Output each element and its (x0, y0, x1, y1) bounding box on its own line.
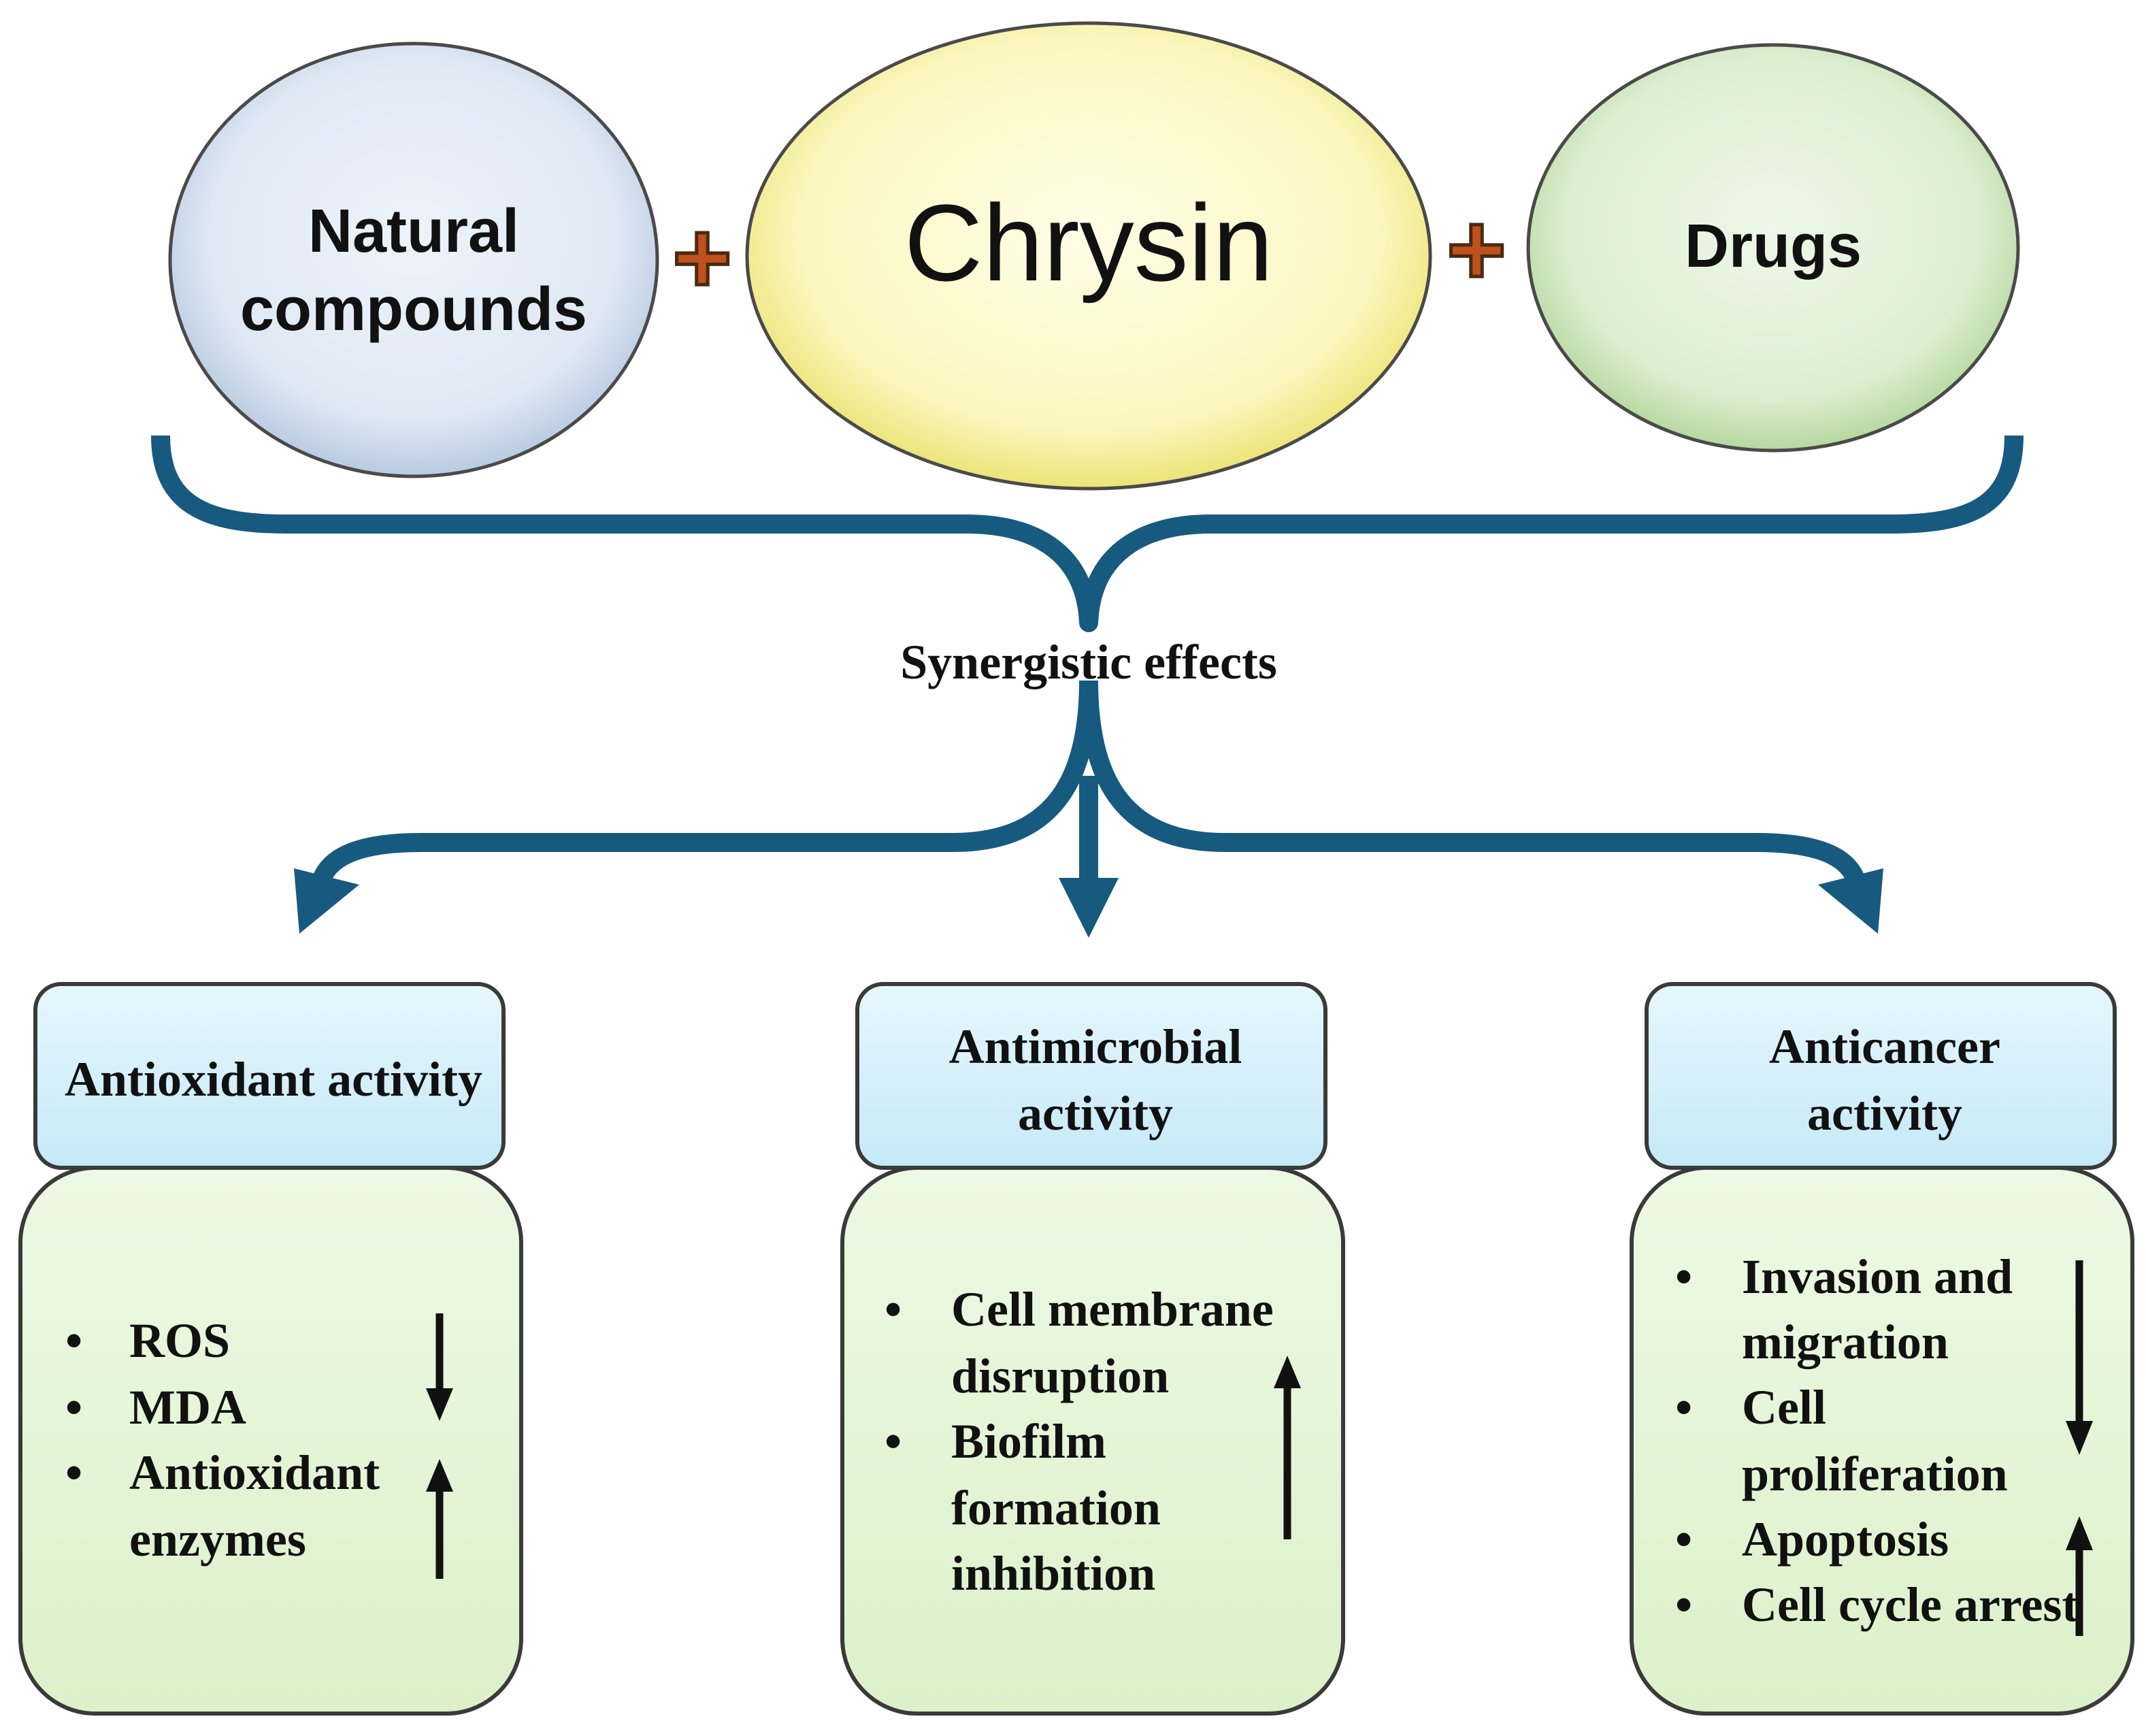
plus-icon-right: + (1447, 192, 1506, 306)
antimicrobial-title-line2: activity (1018, 1086, 1173, 1141)
anticancer-header (1645, 982, 2117, 1170)
natural-compounds-ellipse (168, 42, 659, 478)
drugs-ellipse (1526, 43, 2020, 453)
arrow-head-anticancer (1818, 868, 1883, 934)
arrow-to-anticancer (1079, 680, 1867, 888)
chrysin-label: Chrysin (904, 182, 1273, 304)
natural-compounds-label-line2: compounds (240, 276, 587, 344)
anticancer-title-line2: activity (1807, 1086, 1962, 1141)
anticancer-item-cell-cycle-arrest: Cell cycle arrest (1742, 1577, 2078, 1632)
bullet-dot: • (65, 1445, 82, 1500)
synergy-brace (151, 435, 2024, 632)
up-arrow-icon (2066, 1516, 2093, 1636)
anticancer-title-line1: Anticancer (1769, 1019, 2000, 1074)
down-arrow-icon (2066, 1260, 2093, 1455)
antimicrobial-title-line1: Antimicrobial (949, 1019, 1242, 1074)
chrysin-ellipse (745, 21, 1432, 491)
bullet-dot: • (1675, 1249, 1692, 1304)
anticancer-item-invasion-line1: Invasion and (1742, 1249, 2013, 1304)
bullet-dot: • (65, 1313, 82, 1368)
antioxidant-header (33, 982, 506, 1170)
bullet-dot: • (65, 1380, 82, 1435)
antimicrobial-item-biofilm-line1: Biofilm (951, 1414, 1106, 1469)
antimicrobial-header (855, 982, 1327, 1170)
antioxidant-item-mda: MDA (129, 1380, 246, 1435)
antioxidant-item-enzymes-line2: enzymes (129, 1512, 306, 1567)
antimicrobial-item-biofilm-line3: inhibition (951, 1546, 1155, 1601)
bullet-dot: • (1675, 1577, 1692, 1632)
antioxidant-item-enzymes-line1: Antioxidant (129, 1445, 380, 1500)
antimicrobial-item-membrane-line2: disruption (951, 1349, 1169, 1403)
bullet-dot: • (885, 1282, 902, 1337)
natural-compounds-label-line1: Natural (308, 197, 519, 265)
bullet-dot: • (885, 1414, 902, 1469)
anticancer-item-proliferation-line2: proliferation (1742, 1447, 2008, 1501)
bullet-dot: • (1675, 1512, 1692, 1567)
up-arrow-icon (1274, 1356, 1301, 1539)
up-arrow-icon (426, 1459, 453, 1579)
antimicrobial-item-membrane-line1: Cell membrane (951, 1282, 1274, 1337)
arrow-head-antimicrobial (1059, 878, 1119, 938)
antioxidant-item-ros: ROS (129, 1313, 230, 1368)
antioxidant-body (18, 1166, 523, 1716)
antimicrobial-item-biofilm-line2: formation (951, 1481, 1161, 1535)
anticancer-item-apoptosis: Apoptosis (1742, 1512, 1949, 1567)
arrow-head-antioxidant (294, 868, 359, 934)
bullet-dot: • (1675, 1380, 1692, 1435)
plus-icon-left: + (672, 200, 732, 314)
down-arrow-icon (426, 1313, 453, 1421)
anticancer-item-invasion-line2: migration (1742, 1315, 1949, 1369)
arrow-to-antioxidant (310, 680, 1098, 888)
synergistic-effects-label: Synergistic effects (900, 635, 1277, 689)
anticancer-item-proliferation-line1: Cell (1742, 1380, 1826, 1435)
drugs-label: Drugs (1685, 212, 1862, 280)
antioxidant-title: Antioxidant activity (65, 1052, 482, 1107)
